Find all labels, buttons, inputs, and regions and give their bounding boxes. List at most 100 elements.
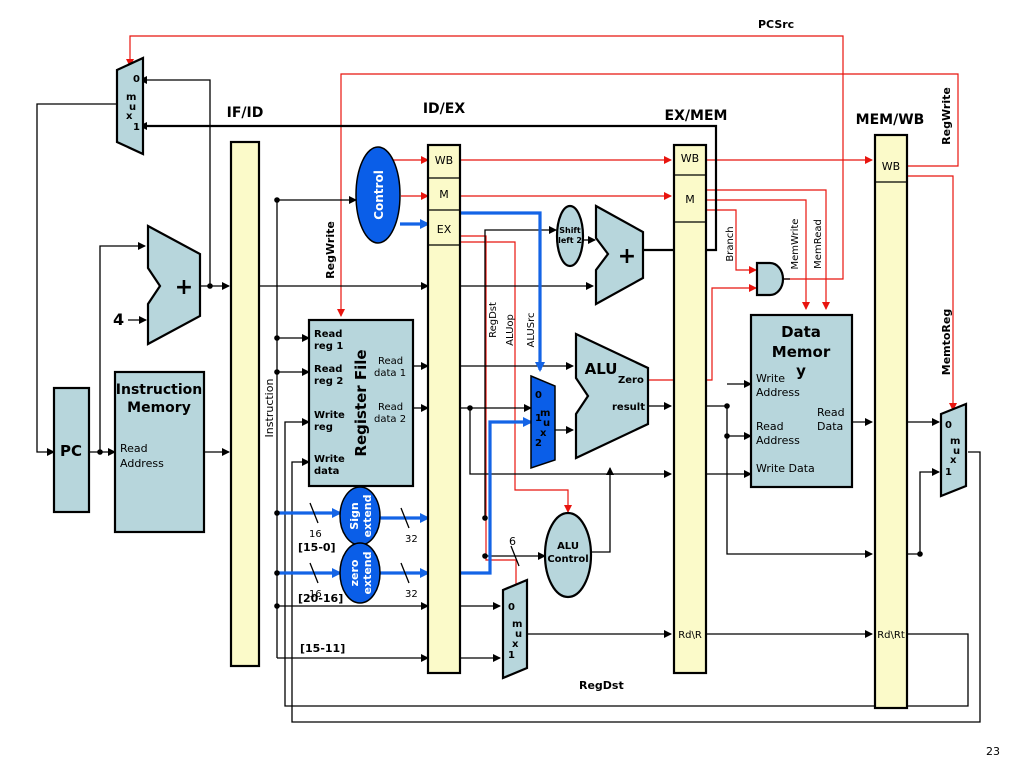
alu-control-label-b: Control [547, 554, 588, 565]
memtoreg-wire [907, 175, 957, 411]
pcadder-to-mux0-wire [139, 76, 211, 286]
immediate-buses [277, 211, 545, 578]
alu: ALU Zero result [574, 332, 650, 460]
alusrc-mux: 0 m u x 1 2 [530, 374, 556, 470]
ex-mem-m: M [685, 193, 695, 206]
junction-dot [724, 433, 730, 439]
aluop-label: ALUop [505, 314, 516, 346]
rd2-forward-wire [469, 408, 672, 478]
instruction-memory: Instruction Memory Read Address [113, 370, 206, 534]
memwb-aluresult-to-mux-wire [907, 468, 940, 555]
bus-slash-16b [309, 562, 319, 584]
data-memory: Data Memor y Write Address Read Address … [749, 313, 854, 489]
alu-result-label: result [612, 402, 645, 413]
shift-left-2: Shift left 2 [555, 204, 585, 268]
branch-label: Branch [725, 226, 736, 261]
zero-ext-to-mux-bus [460, 417, 533, 575]
pcsrc-wire [126, 35, 844, 280]
pc-label: PC [60, 442, 82, 460]
exmem-m-fanout-wire [706, 189, 830, 310]
rf-read-reg2-b: reg 2 [314, 376, 343, 387]
mem-wb-label: MEM/WB [856, 112, 925, 128]
junction-dot [482, 515, 488, 521]
instr-mem-port2: Address [120, 457, 164, 470]
bus-slash-32a [400, 507, 410, 529]
pc-mux-in0: 0 [133, 74, 140, 85]
junction-dot [97, 449, 103, 455]
ex-mem-wb: WB [681, 152, 699, 165]
writeback-mux: 0 m u x 1 [939, 402, 968, 498]
alu-control-label-a: ALU [557, 541, 579, 552]
rf-write-data-a: Write [314, 454, 345, 465]
exmem-addr-wire [706, 405, 873, 558]
alu-label: ALU [585, 360, 618, 378]
alusrc-label: ALUSrc [526, 313, 537, 348]
junction-dot [207, 283, 213, 289]
regwrite-right-label: RegWrite [940, 87, 953, 145]
pc-register: PC [52, 386, 91, 514]
pc-adder: + [146, 224, 202, 346]
regdst-ctrl-label: RegDst [488, 302, 499, 338]
pc-mux-m: m [126, 92, 136, 103]
bus-width-32a: 32 [405, 534, 418, 545]
sign-extend-unit: Sign extend [339, 486, 381, 546]
junction-dot [274, 510, 280, 516]
wb-mux-m: m [950, 436, 960, 447]
shift-left-label-b: left 2 [558, 236, 582, 245]
id-ex-m: M [439, 188, 449, 201]
regdst-mux-x: x [512, 639, 519, 650]
rf-write-reg-a: Write [314, 410, 345, 421]
memwrite-label: MemWrite [790, 219, 801, 270]
instr-mem-port1: Read [120, 442, 148, 455]
writeback-data-loop-wire [291, 451, 981, 723]
wb-mux-u: u [953, 446, 960, 457]
wb-mux-x: x [950, 455, 957, 466]
alusrc-mux-in2: 2 [535, 438, 542, 449]
dmem-title1: Data [781, 323, 821, 341]
rf-read-reg1-b: reg 1 [314, 341, 343, 352]
control-label: Control [372, 170, 386, 220]
rf-read-data1-b: data 1 [374, 368, 406, 379]
instr-mem-title2: Memory [127, 400, 191, 416]
instr-mem-title1: Instruction [116, 382, 202, 398]
pc-mux-u: u [129, 102, 136, 113]
alusrc-mux-m: m [540, 408, 550, 419]
rf-read-reg1-a: Read [314, 329, 342, 340]
wb-mux-in0: 0 [945, 420, 952, 431]
junction-dot [274, 197, 280, 203]
memwrite-wire [706, 199, 810, 310]
regdst-mux-u: u [515, 629, 522, 640]
branch-and-gate [755, 261, 785, 297]
page-number: 23 [986, 745, 1000, 758]
id-ex-register: ID/EX WB M EX [423, 101, 466, 675]
branch-wire [706, 209, 757, 274]
alusrc-mux-u: u [543, 418, 550, 429]
shift-left-label-a: Shift [559, 226, 581, 235]
bus-width-32b: 32 [405, 589, 418, 600]
regdst-bottom-label: RegDst [579, 679, 624, 692]
regdst-mux: 0 m u x 1 [501, 578, 529, 680]
alu-zero-label: Zero [618, 375, 644, 386]
dmem-read-data-a: Read [817, 406, 845, 419]
rf-read-reg2-a: Read [314, 364, 342, 375]
id-ex-label: ID/EX [423, 101, 466, 117]
regwrite-left-label: RegWrite [324, 221, 337, 279]
rf-read-data1-a: Read [378, 356, 403, 367]
dmem-read-addr-a: Read [756, 420, 784, 433]
alusrc-bus [460, 211, 545, 372]
memtoreg-label: MemtoReg [940, 309, 953, 376]
junction-dots [97, 197, 923, 609]
zero-extend-label-a: zero [348, 559, 361, 586]
pc-mux-x: x [126, 111, 133, 122]
ex-mem-register: EX/MEM WB M Rd\R [665, 108, 727, 675]
alusrc-mux-in0: 0 [535, 390, 542, 401]
pc-to-adder-wire [99, 242, 146, 452]
branch-adder-plus: + [618, 244, 636, 269]
dmem-write-data: Write Data [756, 462, 815, 475]
regdst-mux-in1: 1 [508, 650, 515, 661]
bus-slash-16a [309, 502, 319, 524]
junction-dot [274, 603, 280, 609]
ex-mem-rd: Rd\R [678, 630, 702, 641]
control-unit: Control [355, 146, 401, 244]
